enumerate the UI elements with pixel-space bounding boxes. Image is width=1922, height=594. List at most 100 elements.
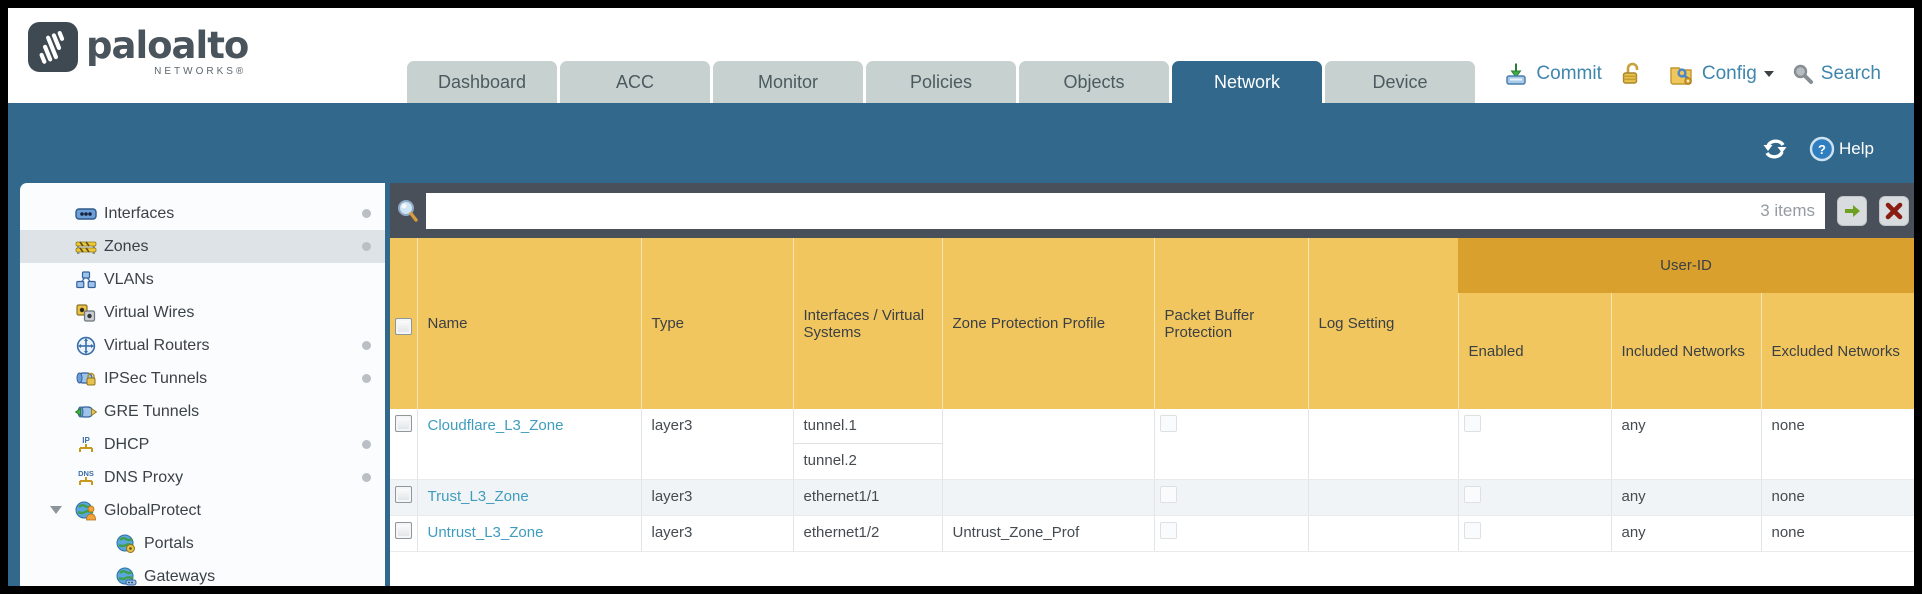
sidebar-item-portals[interactable]: Portals xyxy=(20,527,385,560)
help-icon[interactable]: ? xyxy=(1809,136,1835,162)
clear-filter-button[interactable] xyxy=(1879,195,1909,226)
user-id-enabled-checkbox xyxy=(1463,415,1481,432)
sidebar-item-dhcp[interactable]: IP DHCP xyxy=(20,428,385,461)
column-header-zone-protection-profile[interactable]: Zone Protection Profile xyxy=(941,238,1154,409)
virtual-wires-icon xyxy=(74,303,98,322)
app-window: paloalto NETWORKS® Dashboard ACC Monitor… xyxy=(8,8,1914,586)
filter-input[interactable] xyxy=(426,192,1825,229)
column-header-enabled[interactable]: Enabled xyxy=(1457,293,1611,409)
tab-monitor[interactable]: Monitor xyxy=(713,61,863,103)
sidebar-item-vlans[interactable]: VLANs xyxy=(20,263,385,296)
refresh-icon[interactable] xyxy=(1761,136,1789,162)
log-setting-cell xyxy=(1308,409,1459,480)
table-row: Cloudflare_L3_Zone layer3 tunnel.1 tunne… xyxy=(390,409,1914,480)
excluded-networks-cell: none xyxy=(1761,479,1914,516)
dhcp-icon: IP xyxy=(74,435,98,455)
packet-buffer-protection-checkbox xyxy=(1159,486,1177,503)
sidebar-item-zones[interactable]: Zones xyxy=(20,230,385,263)
tab-dashboard[interactable]: Dashboard xyxy=(407,61,557,103)
search-icon xyxy=(1792,63,1814,85)
row-checkbox[interactable] xyxy=(395,415,412,432)
config-button[interactable]: Config xyxy=(1701,63,1757,84)
sidebar-item-gateways[interactable]: Gateways xyxy=(20,560,385,586)
sidebar-item-label: Portals xyxy=(144,534,194,552)
column-header-log-setting[interactable]: Log Setting xyxy=(1307,238,1458,409)
zone-protection-profile-cell xyxy=(942,409,1155,480)
sidebar-item-dns-proxy[interactable]: DNS DNS Proxy xyxy=(20,461,385,494)
zone-type-cell: layer3 xyxy=(641,515,794,552)
filter-input-wrap: 3 items xyxy=(426,192,1825,229)
zone-interfaces-cell: ethernet1/2 xyxy=(793,515,943,552)
close-icon xyxy=(1885,202,1903,219)
row-checkbox[interactable] xyxy=(395,522,412,539)
portals-icon xyxy=(114,534,138,554)
tab-device[interactable]: Device xyxy=(1325,61,1475,103)
sidebar-item-label: GlobalProtect xyxy=(104,501,201,519)
select-all-checkbox[interactable] xyxy=(395,318,412,335)
included-networks-cell: any xyxy=(1611,409,1762,480)
tab-acc[interactable]: ACC xyxy=(560,61,710,103)
zone-interfaces-cell: ethernet1/1 xyxy=(793,479,943,516)
user-id-enabled-checkbox xyxy=(1463,522,1481,539)
commit-icon xyxy=(1505,62,1529,86)
header-utilities: Commit Config xyxy=(1505,58,1881,90)
svg-text:DNS: DNS xyxy=(78,469,94,478)
globalprotect-icon xyxy=(74,501,98,521)
packet-buffer-protection-checkbox xyxy=(1159,522,1177,539)
zone-protection-profile-cell: Untrust_Zone_Prof xyxy=(942,515,1155,552)
status-dot xyxy=(362,242,371,251)
included-networks-cell: any xyxy=(1611,479,1762,516)
status-dot xyxy=(362,374,371,383)
paloalto-logo-icon xyxy=(28,22,78,72)
network-sidebar: Interfaces Zones xyxy=(20,183,385,586)
tab-objects[interactable]: Objects xyxy=(1019,61,1169,103)
lock-icon[interactable] xyxy=(1620,62,1644,86)
sidebar-item-interfaces[interactable]: Interfaces xyxy=(20,197,385,230)
status-dot xyxy=(362,341,371,350)
row-checkbox[interactable] xyxy=(395,486,412,503)
interface-entry: tunnel.2 xyxy=(803,452,857,469)
sidebar-item-ipsec-tunnels[interactable]: IPSec Tunnels xyxy=(20,362,385,395)
zone-interfaces-cell: tunnel.1 tunnel.2 xyxy=(793,409,943,480)
interface-entry: tunnel.1 xyxy=(793,409,942,444)
apply-filter-button[interactable] xyxy=(1837,195,1867,226)
zone-name-link[interactable]: Untrust_L3_Zone xyxy=(427,524,544,541)
interface-entry: ethernet1/2 xyxy=(803,524,880,541)
config-icon xyxy=(1669,62,1695,86)
sidebar-item-label: Interfaces xyxy=(104,204,175,222)
table-row: Untrust_L3_Zone layer3 ethernet1/2 Untru… xyxy=(390,515,1914,552)
excluded-networks-cell: none xyxy=(1761,515,1914,552)
sidebar-item-globalprotect[interactable]: GlobalProtect xyxy=(20,494,385,527)
zone-name-link[interactable]: Trust_L3_Zone xyxy=(427,488,529,505)
sidebar-item-label: GRE Tunnels xyxy=(104,402,200,420)
search-button[interactable]: Search xyxy=(1820,63,1881,84)
chevron-down-icon[interactable] xyxy=(1763,71,1774,77)
column-header-excluded-networks[interactable]: Excluded Networks xyxy=(1760,293,1914,409)
column-header-type[interactable]: Type xyxy=(640,238,793,409)
column-header-name[interactable]: Name xyxy=(416,238,641,409)
sidebar-item-gre-tunnels[interactable]: GRE Tunnels xyxy=(20,395,385,428)
column-header-included-networks[interactable]: Included Networks xyxy=(1610,293,1761,409)
included-networks-cell: any xyxy=(1611,515,1762,552)
svg-text:?: ? xyxy=(1818,142,1826,157)
sidebar-item-label: Virtual Routers xyxy=(104,336,210,354)
tab-policies[interactable]: Policies xyxy=(866,61,1016,103)
help-button[interactable]: Help xyxy=(1839,139,1874,158)
zones-table: Name Type Interfaces / Virtual Systems Z… xyxy=(390,238,1914,552)
top-header: paloalto NETWORKS® Dashboard ACC Monitor… xyxy=(8,8,1914,103)
sidebar-item-virtual-routers[interactable]: Virtual Routers xyxy=(20,329,385,362)
vlans-icon xyxy=(74,270,98,289)
status-dot xyxy=(362,473,371,482)
filter-search-icon xyxy=(396,198,420,224)
paloalto-logo: paloalto NETWORKS® xyxy=(28,22,249,77)
column-header-interfaces[interactable]: Interfaces / Virtual Systems xyxy=(792,238,942,409)
column-header-packet-buffer-protection[interactable]: Packet Buffer Protection xyxy=(1153,238,1308,409)
collapse-triangle-icon[interactable] xyxy=(50,506,62,514)
sidebar-item-virtual-wires[interactable]: Virtual Wires xyxy=(20,296,385,329)
sidebar-item-label: Zones xyxy=(104,237,149,255)
status-dot xyxy=(362,209,371,218)
tab-network[interactable]: Network xyxy=(1172,61,1322,103)
commit-button[interactable]: Commit xyxy=(1536,63,1602,84)
zone-name-link[interactable]: Cloudflare_L3_Zone xyxy=(427,417,564,434)
sidebar-item-label: DNS Proxy xyxy=(104,468,184,486)
